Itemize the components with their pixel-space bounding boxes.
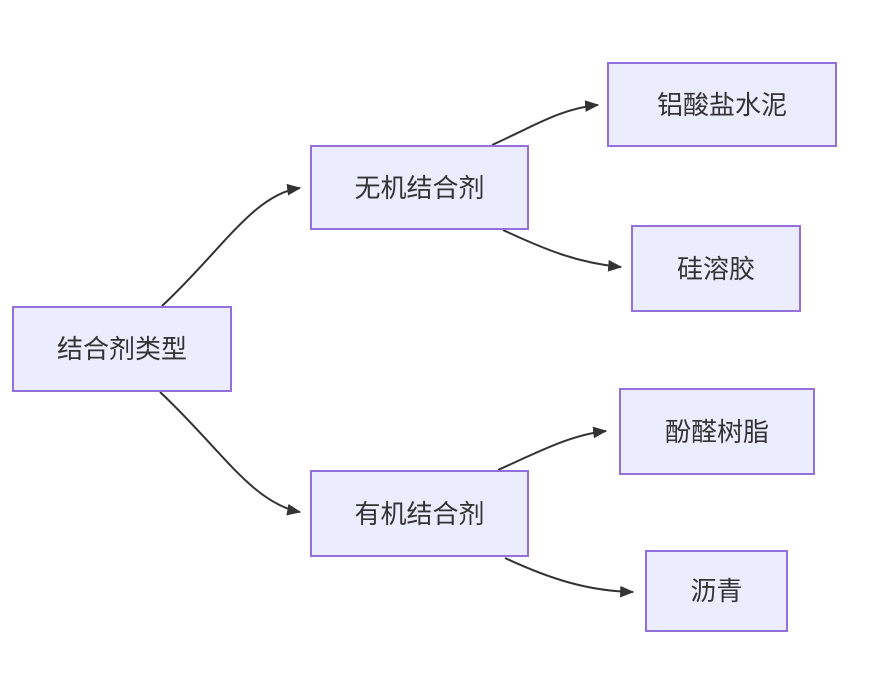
node-aluminate-cement-label: 铝酸盐水泥	[656, 89, 787, 120]
node-binder-type: 结合剂类型	[12, 306, 232, 392]
node-silica-sol-label: 硅溶胶	[676, 253, 755, 284]
edge-inorganic-to-aluminate	[491, 100, 600, 146]
node-asphalt: 沥青	[645, 550, 788, 632]
node-binder-type-label: 结合剂类型	[56, 334, 187, 364]
edge-root-to-organic	[159, 391, 302, 516]
node-phenolic-resin: 酚醛树脂	[619, 388, 815, 475]
node-organic-binder: 有机结合剂	[310, 470, 529, 557]
node-aluminate-cement: 铝酸盐水泥	[607, 62, 837, 147]
node-asphalt-label: 沥青	[690, 576, 743, 606]
edge-organic-to-asphalt	[504, 557, 635, 598]
edge-root-to-inorganic	[161, 183, 302, 307]
edge-organic-to-phenolic	[497, 426, 608, 471]
edge-inorganic-to-silica	[502, 229, 623, 272]
node-inorganic-binder: 无机结合剂	[310, 145, 529, 230]
node-organic-binder-label: 有机结合剂	[354, 498, 485, 529]
node-inorganic-binder-label: 无机结合剂	[354, 172, 485, 203]
node-phenolic-resin-label: 酚醛树脂	[664, 416, 769, 447]
node-silica-sol: 硅溶胶	[631, 225, 801, 312]
